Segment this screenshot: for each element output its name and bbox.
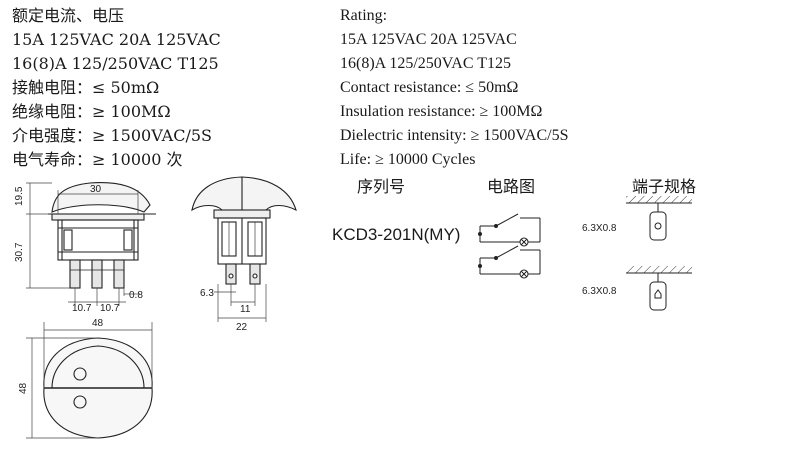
side-view-dimensions (26, 182, 140, 306)
header-circuit-diagram: 电路图 (487, 177, 536, 196)
dim-side-thickness: 0.8 (129, 290, 143, 301)
spec-en-contact-resistance: Contact resistance: ≤ 50mΩ (340, 79, 519, 96)
front-view-drawing (191, 176, 297, 285)
dim-side-width: 30 (90, 184, 102, 195)
spec-en-insulation-resistance: Insulation resistance: ≥ 100MΩ (340, 103, 543, 120)
dim-front-width: 22 (236, 322, 248, 333)
spec-cn-line-2: 16(8)A 125/250VAC T125 (12, 54, 219, 73)
terminal-spec-label-2: 6.3X0.8 (582, 286, 617, 297)
dim-front-pin-width: 6.3 (200, 288, 214, 299)
spec-cn-rating: 额定电流、电压 (12, 6, 125, 25)
spec-cn-insulation-resistance: 绝缘电阻：≥ 100MΩ (12, 102, 171, 121)
specs-english: Rating: 15A 125VAC 20A 125VAC 16(8)A 125… (340, 4, 568, 172)
spec-cn-line-1: 15A 125VAC 20A 125VAC (12, 30, 221, 49)
spec-cn-contact-resistance: 接触电阻：≤ 50mΩ (12, 78, 160, 97)
terminal-spec-2 (626, 266, 692, 311)
spec-cn-dielectric-intensity: 介电强度：≥ 1500VAC/5S (12, 126, 213, 145)
circuit-diagram (478, 213, 541, 279)
front-view-dimensions (214, 284, 267, 322)
spec-en-line-2: 16(8)A 125/250VAC T125 (340, 55, 511, 72)
header-serial-number: 序列号 (357, 177, 406, 196)
dim-top-width: 48 (92, 318, 104, 329)
spec-en-dielectric-intensity: Dielectric intensity: ≥ 1500VAC/5S (340, 127, 569, 144)
dim-side-body-height: 30.7 (14, 242, 25, 262)
spec-en-line-1: 15A 125VAC 20A 125VAC (340, 31, 517, 48)
spec-cn-life: 电气寿命：≥ 10000 次 (12, 150, 183, 169)
terminal-spec-1 (626, 196, 692, 241)
dim-side-top-height: 19.5 (14, 186, 25, 206)
model-number: KCD3-201N(MY) (332, 225, 461, 244)
dim-front-pin-spacing: 11 (240, 304, 251, 315)
dim-side-pitch-a: 10.7 (72, 303, 92, 314)
specs-chinese: 额定电流、电压 15A 125VAC 20A 125VAC 16(8)A 125… (12, 4, 221, 172)
top-view-drawing (43, 337, 153, 439)
terminal-spec-label-1: 6.3X0.8 (582, 223, 617, 234)
dim-top-height: 48 (18, 382, 29, 394)
side-view-drawing (48, 182, 156, 289)
spec-en-rating: Rating: (340, 7, 388, 24)
top-view-dimensions (26, 322, 153, 439)
header-terminal-spec: 端子规格 (632, 177, 697, 196)
dim-side-pitch-b: 10.7 (100, 303, 120, 314)
spec-en-life: Life: ≥ 10000 Cycles (340, 151, 476, 168)
